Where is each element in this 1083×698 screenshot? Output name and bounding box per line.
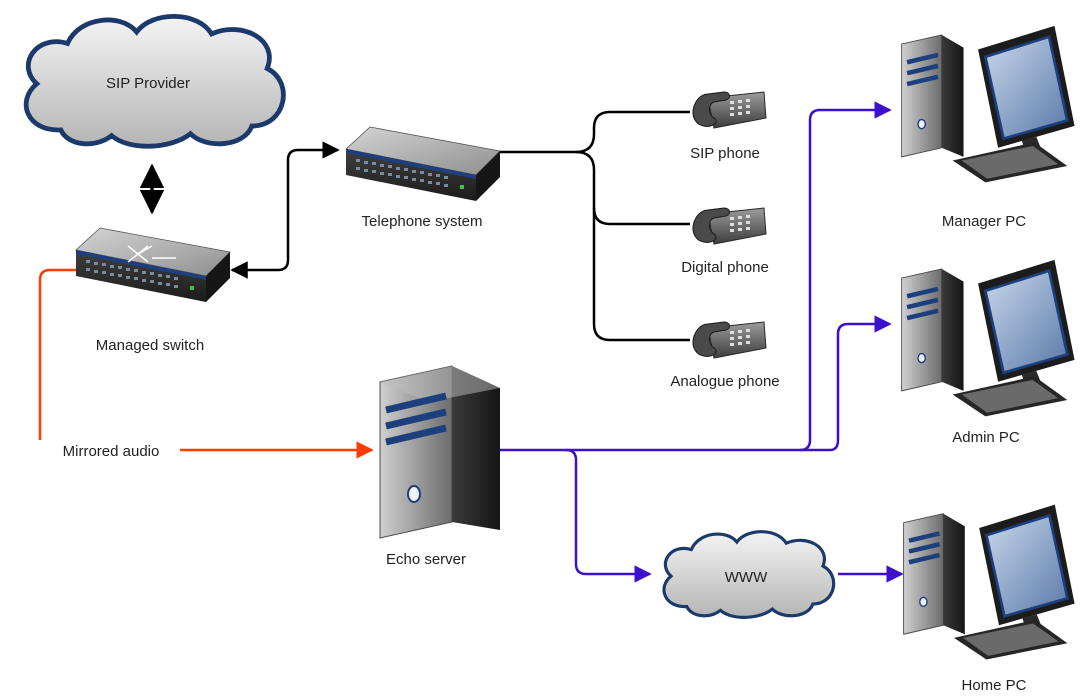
home-pc-node: Home PC: [904, 505, 1075, 694]
telephone-system-node: Telephone system: [345, 126, 501, 230]
analogue-phone-node: Analogue phone: [670, 321, 780, 390]
digital-phone-label: Digital phone: [681, 259, 769, 276]
desk-phone-icon: [692, 91, 767, 129]
www-label: WWW: [725, 569, 768, 586]
admin-pc-node: Admin PC: [902, 260, 1075, 446]
link-echo-admin-pc: [800, 315, 892, 452]
link-echo-www: [565, 448, 652, 583]
manager-pc-node: Manager PC: [902, 26, 1075, 230]
link-pbx-bus: [500, 110, 690, 154]
analogue-phone-label: Analogue phone: [670, 373, 779, 390]
link-pbx-analogue-phone: [592, 208, 690, 342]
www-node: WWW: [664, 532, 834, 618]
desktop-pc-icon: [902, 260, 1075, 417]
managed-switch-label: Managed switch: [96, 337, 204, 354]
home-pc-label: Home PC: [961, 677, 1026, 694]
mirrored-audio-label: Mirrored audio: [63, 443, 160, 460]
admin-pc-label: Admin PC: [952, 429, 1020, 446]
manager-pc-label: Manager PC: [942, 213, 1026, 230]
server-tower-icon: [380, 366, 500, 538]
digital-phone-node: Digital phone: [681, 207, 769, 276]
link-switch-telephone-system: [230, 141, 340, 279]
sip-phone-node: SIP phone: [690, 91, 767, 162]
network-switch-icon: [75, 227, 231, 303]
desk-phone-icon: [692, 207, 767, 245]
desktop-pc-icon: [902, 26, 1075, 183]
telephone-system-icon: [345, 126, 501, 202]
switch-arrows-icon: [127, 245, 176, 263]
sip-provider-label: SIP Provider: [106, 75, 190, 92]
desktop-pc-icon: [904, 505, 1075, 660]
echo-server-node: Echo server: [380, 366, 500, 568]
sip-provider-node: SIP Provider: [26, 16, 283, 146]
link-mirrored-audio-tap: [38, 268, 76, 440]
desk-phone-icon: [692, 321, 767, 359]
connections: [38, 101, 904, 583]
managed-switch-node: Managed switch: [75, 227, 231, 354]
echo-server-label: Echo server: [386, 551, 466, 568]
telephone-system-label: Telephone system: [362, 213, 483, 230]
sip-phone-label: SIP phone: [690, 145, 760, 162]
